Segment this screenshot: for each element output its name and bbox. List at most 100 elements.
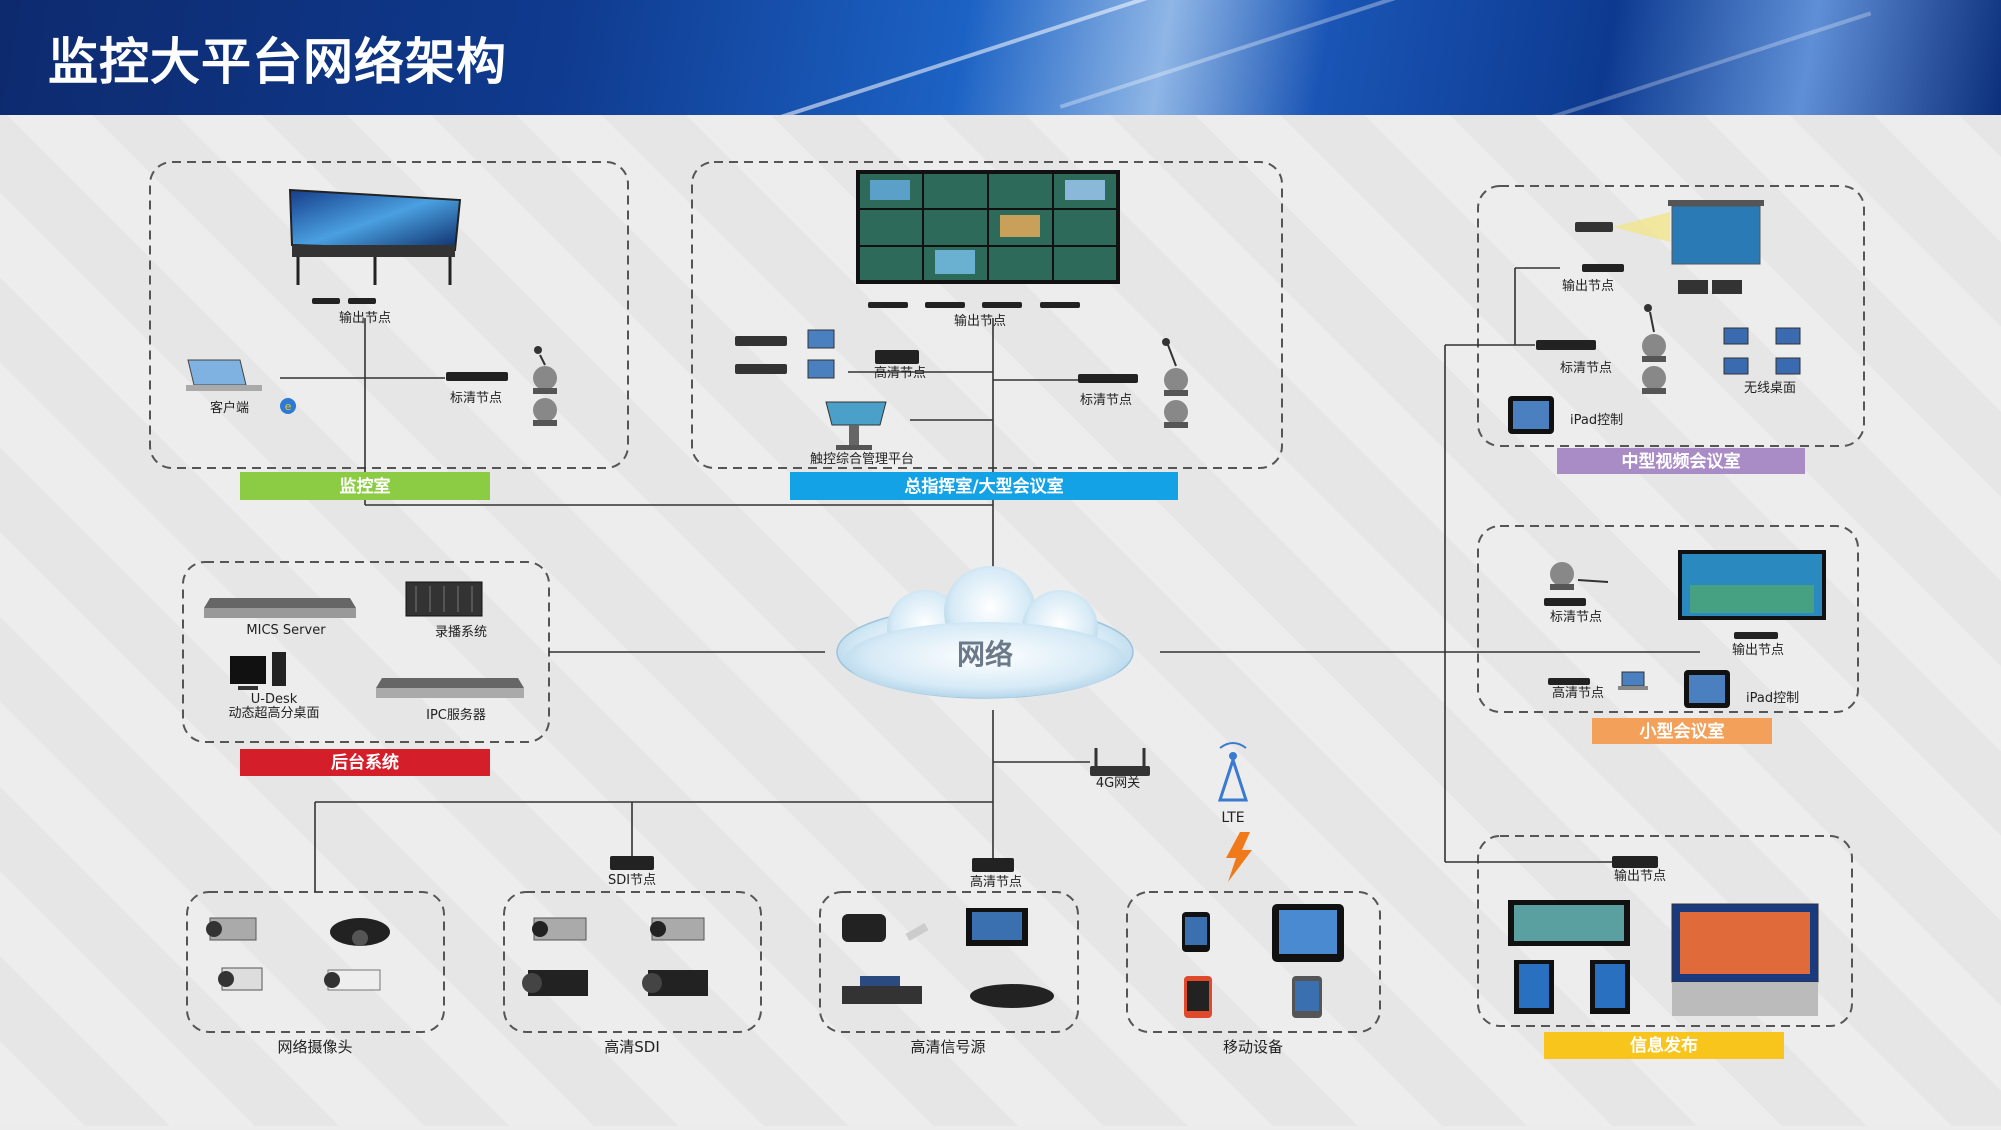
architecture-diagram: 网络 输出节点 客户端 e 标清节点 监控室 输出节点 bbox=[149, 161, 1865, 1059]
group-box-camera bbox=[186, 891, 445, 1033]
zhihui-title: 总指挥室/大型会议室 bbox=[904, 476, 1063, 497]
zhihui-hd-node-label: 高清节点 bbox=[874, 365, 926, 381]
mid-title-bar bbox=[1557, 448, 1805, 474]
banner-streak bbox=[1508, 11, 1872, 115]
speaker-icon bbox=[1678, 280, 1742, 294]
sd-encoder-icon bbox=[1536, 340, 1596, 350]
touch-panel-icon bbox=[825, 401, 887, 450]
small-title: 小型会议室 bbox=[1640, 721, 1725, 742]
ptz-camera-icon bbox=[1550, 562, 1609, 590]
udesk-label: U-Desk bbox=[251, 692, 298, 707]
ie-icon: e bbox=[280, 398, 296, 414]
sdi-camera-icons bbox=[522, 917, 708, 996]
mid-output-node-label: 输出节点 bbox=[1562, 278, 1614, 294]
udesk-desc-label: 动态超高分桌面 bbox=[228, 705, 319, 721]
projector-icon bbox=[1575, 212, 1670, 242]
hd-terminal-icons bbox=[735, 329, 835, 379]
info-output-node-label: 输出节点 bbox=[1614, 868, 1666, 884]
info-title: 信息发布 bbox=[1630, 1035, 1698, 1056]
wireless-desktop-icons bbox=[1723, 327, 1801, 375]
network-camera-icons bbox=[206, 917, 390, 991]
mics-server-label: MICS Server bbox=[246, 623, 326, 638]
small-output-node-label: 输出节点 bbox=[1732, 642, 1784, 658]
diagram-canvas: 网络 输出节点 客户端 e 标清节点 监控室 输出节点 bbox=[0, 115, 2001, 1126]
lte-tower-icon bbox=[1217, 742, 1249, 802]
backend-title: 后台系统 bbox=[331, 752, 399, 773]
mobile-device-icons bbox=[1182, 904, 1344, 1018]
small-hd-node-label: 高清节点 bbox=[1552, 685, 1604, 701]
jiankong-sd-node-label: 标清节点 bbox=[450, 391, 502, 406]
display-icon bbox=[1678, 550, 1826, 620]
mid-output-encoder-icon bbox=[1582, 264, 1624, 272]
wireless-bolt-icon bbox=[1226, 832, 1252, 882]
small-title-bar bbox=[1592, 718, 1772, 744]
group-box-sdi bbox=[503, 891, 762, 1033]
gateway-icon bbox=[1090, 748, 1150, 776]
zhihui-sd-node-label: 标清节点 bbox=[1080, 393, 1132, 408]
jiankong-title: 监控室 bbox=[340, 476, 391, 497]
mid-ipad-label: iPad控制 bbox=[1570, 413, 1623, 428]
small-ipad-label: iPad控制 bbox=[1746, 691, 1799, 706]
header-banner: 监控大平台网络架构 bbox=[0, 0, 2001, 115]
jiankong-title-bar bbox=[240, 472, 490, 500]
group-box-jiankong bbox=[149, 161, 629, 469]
page-title: 监控大平台网络架构 bbox=[48, 33, 507, 91]
group-box-zhihui bbox=[691, 161, 1283, 469]
hd-encoder-icon bbox=[1548, 678, 1590, 685]
svg-text:e: e bbox=[285, 400, 292, 413]
ipc-server-icon bbox=[376, 678, 524, 698]
small-output-encoder-icon bbox=[1734, 632, 1778, 639]
group-box-info bbox=[1477, 835, 1853, 1027]
ipc-server-label: IPC服务器 bbox=[426, 707, 486, 723]
laptop-icon bbox=[1618, 671, 1648, 690]
sd-encoder-icon bbox=[1544, 598, 1586, 606]
ptz-camera-icon bbox=[1642, 304, 1666, 394]
hdsrc-group-label: 高清信号源 bbox=[910, 1038, 985, 1056]
projection-screen-icon bbox=[1668, 200, 1764, 265]
jiankong-videowall-icon bbox=[288, 188, 462, 285]
lte-label: LTE bbox=[1221, 810, 1244, 826]
info-title-bar bbox=[1544, 1032, 1784, 1059]
mid-sd-node-label: 标清节点 bbox=[1560, 361, 1612, 376]
group-box-mid bbox=[1477, 185, 1865, 447]
banner-streak bbox=[1059, 0, 1461, 109]
ptz-camera-icon bbox=[533, 346, 557, 426]
backend-title-bar bbox=[240, 749, 490, 776]
cloud-label: 网络 bbox=[957, 638, 1013, 671]
mid-title: 中型视频会议室 bbox=[1622, 451, 1741, 472]
camera-group-label: 网络摄像头 bbox=[277, 1038, 352, 1056]
group-box-hdsrc bbox=[819, 891, 1079, 1033]
hd-node-icon bbox=[972, 858, 1014, 872]
recording-system-label: 录播系统 bbox=[435, 625, 487, 640]
small-sd-node-label: 标清节点 bbox=[1550, 610, 1602, 625]
ipad-icon bbox=[1508, 396, 1554, 434]
banner-streak bbox=[711, 0, 1189, 115]
server-icon bbox=[204, 598, 356, 618]
connection-lines bbox=[280, 267, 1700, 892]
zhihui-output-node-label: 输出节点 bbox=[954, 313, 1006, 329]
jiankong-output-node-icon bbox=[312, 298, 376, 304]
mobile-group-label: 移动设备 bbox=[1223, 1038, 1283, 1056]
gateway-label: 4G网关 bbox=[1096, 776, 1140, 791]
sdi-group-label: 高清SDI bbox=[604, 1038, 660, 1056]
sd-encoder-icon bbox=[1078, 374, 1138, 383]
sdi-node-label: SDI节点 bbox=[608, 873, 656, 888]
signal-source-icons bbox=[842, 908, 1054, 1008]
desktop-computer-icon bbox=[230, 652, 286, 690]
ipad-icon bbox=[1684, 670, 1730, 708]
hdsrc-node-label: 高清节点 bbox=[970, 874, 1022, 890]
sdi-node-icon bbox=[610, 856, 654, 870]
group-box-mobile bbox=[1126, 891, 1381, 1033]
sd-encoder-icon bbox=[446, 372, 508, 381]
hd-node-icon bbox=[875, 350, 919, 364]
laptop-icon bbox=[186, 359, 262, 391]
zhihui-videowall-icon bbox=[856, 170, 1120, 284]
jiankong-output-node-label: 输出节点 bbox=[339, 310, 391, 326]
recording-system-icon bbox=[405, 581, 483, 617]
wireless-desktop-label: 无线桌面 bbox=[1744, 381, 1796, 396]
ptz-camera-icon bbox=[1162, 338, 1188, 428]
client-label: 客户端 bbox=[210, 400, 249, 416]
digital-signage-icons bbox=[1508, 900, 1819, 1016]
touch-platform-label: 触控综合管理平台 bbox=[810, 452, 914, 467]
zhihui-output-node-icon bbox=[868, 302, 1080, 308]
